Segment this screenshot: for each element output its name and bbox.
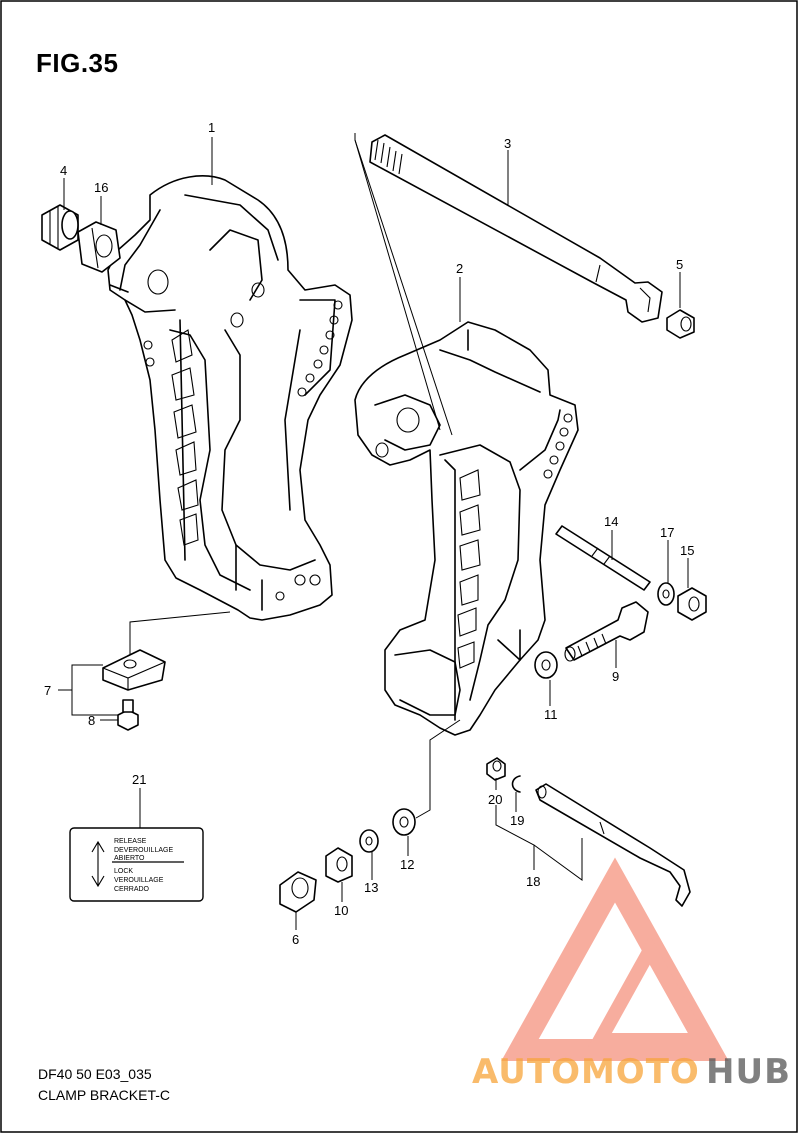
part-12-washer	[392, 808, 416, 836]
part-10-nut	[325, 847, 353, 883]
part-21-decal	[69, 827, 204, 902]
callout-6: 6	[292, 932, 299, 947]
watermark-part1: AUTOMOTO	[472, 1052, 700, 1092]
callout-10: 10	[334, 903, 348, 918]
leader-lines	[58, 133, 689, 930]
callout-3: 3	[504, 136, 511, 151]
part-5-cap-nut	[666, 309, 695, 339]
part-11-washer	[534, 651, 558, 679]
callout-13: 13	[364, 880, 378, 895]
callout-labels: 1 2 3 4 5 6 7 8 9 10 11 12 13 14 15 16 1…	[44, 120, 694, 947]
part-20-bushing	[486, 757, 506, 781]
callout-11: 11	[544, 707, 558, 722]
callout-16: 16	[94, 180, 108, 195]
part-19-clip	[511, 775, 521, 793]
figure-title: FIG.35	[36, 48, 119, 78]
figure-name: CLAMP BRACKET-C	[38, 1087, 170, 1103]
part-3-long-bolt	[369, 134, 663, 323]
part-14-pin	[555, 525, 651, 591]
callout-8: 8	[88, 713, 95, 728]
decal-text: RELEASE DEVEROUILLAGE ABIERTO LOCK VEROU…	[114, 838, 173, 893]
part-8-bolt	[117, 699, 139, 731]
callout-21: 21	[132, 772, 146, 787]
callout-14: 14	[604, 514, 618, 529]
part-1-clamp-bracket	[107, 175, 353, 621]
part-9-bolt	[564, 601, 649, 662]
part-16-nut	[77, 221, 121, 273]
watermark-text: AUTOMOTO HUB	[472, 1052, 791, 1092]
watermark-part2: HUB	[706, 1052, 791, 1092]
callout-2: 2	[456, 261, 463, 276]
watermark-logo	[501, 857, 729, 1061]
callout-7: 7	[44, 683, 51, 698]
callout-18: 18	[526, 874, 540, 889]
callout-9: 9	[612, 669, 619, 684]
part-6-cap	[279, 871, 317, 913]
decal-lock: LOCK	[114, 868, 133, 875]
callout-17: 17	[660, 525, 674, 540]
decal-verouillage: VEROUILLAGE	[114, 877, 164, 884]
decal-release: RELEASE	[114, 838, 147, 845]
part-2-clamp-bracket	[354, 321, 579, 736]
callout-20: 20	[488, 792, 502, 807]
part-7-clamp-plate	[102, 649, 166, 691]
part-17-washer	[657, 582, 675, 606]
callout-5: 5	[676, 257, 683, 272]
callout-4: 4	[60, 163, 67, 178]
decal-cerrado: CERRADO	[114, 886, 150, 893]
callout-15: 15	[680, 543, 694, 558]
part-4-bushing	[41, 204, 79, 251]
figure-code: DF40 50 E03_035	[38, 1066, 152, 1082]
part-15-nut	[677, 587, 707, 621]
callout-19: 19	[510, 813, 524, 828]
decal-deverouillage: DEVEROUILLAGE	[114, 847, 173, 854]
callout-1: 1	[208, 120, 215, 135]
decal-abierto: ABIERTO	[114, 855, 145, 862]
part-18-lever-rod	[535, 783, 691, 907]
callout-12: 12	[400, 857, 414, 872]
part-13-washer	[359, 829, 379, 853]
